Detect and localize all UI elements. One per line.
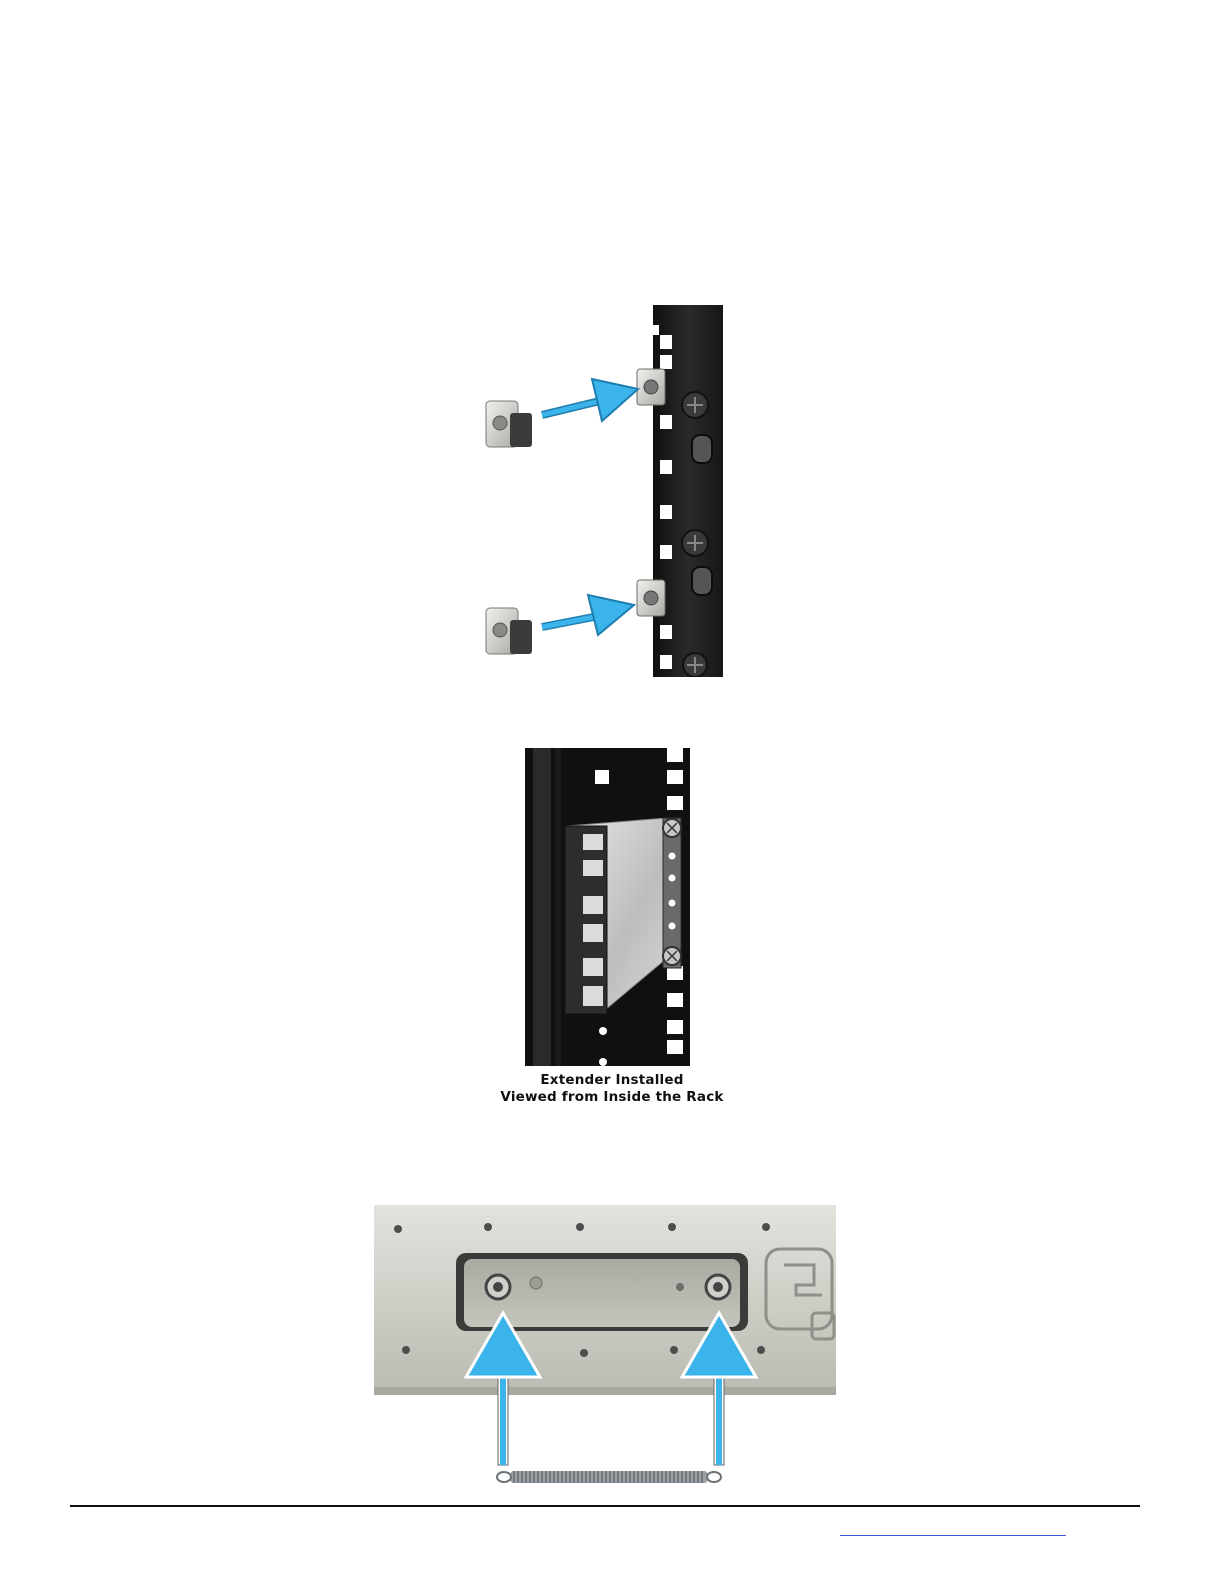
extension-spring xyxy=(497,1471,721,1483)
extender-caption-line2: Viewed from Inside the Rack xyxy=(412,1089,812,1106)
footer-link[interactable] xyxy=(840,1525,1066,1536)
cage-nut-figure xyxy=(470,305,730,677)
spring-illustration xyxy=(374,1205,840,1490)
cage-nut-illustration xyxy=(470,305,730,677)
extender-illustration xyxy=(525,748,695,1066)
footer-rule xyxy=(70,1505,1140,1507)
extender-caption-line1: Extender Installed xyxy=(412,1072,812,1089)
insert-arrows xyxy=(542,379,638,635)
loose-cage-nuts xyxy=(486,401,532,654)
spring-figure xyxy=(374,1205,840,1490)
extender-figure xyxy=(525,748,695,1066)
